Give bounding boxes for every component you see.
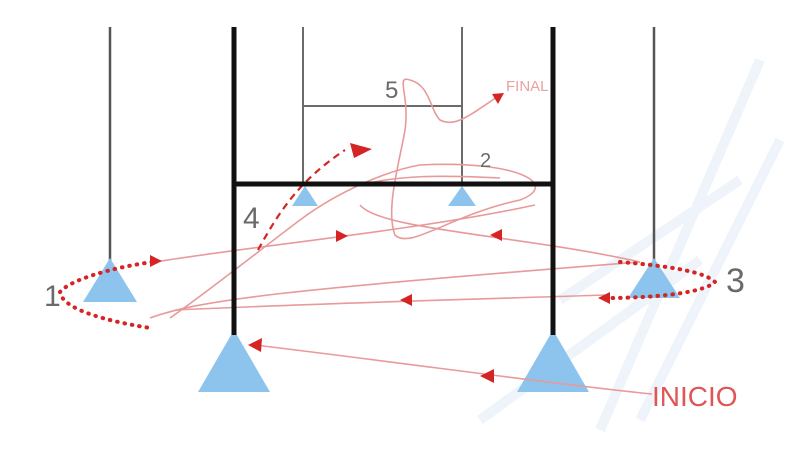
dotted-arrow-heads xyxy=(150,255,610,304)
watermark xyxy=(477,58,785,432)
label-final: FINAL xyxy=(506,78,549,95)
back-goal xyxy=(302,27,463,185)
arrow-head-icon xyxy=(400,294,412,306)
dotted-curve-1 xyxy=(57,260,154,330)
dotted-curve-3 xyxy=(603,260,718,300)
cone-icon-back-left xyxy=(292,186,318,206)
side-poles xyxy=(108,27,656,262)
label-inicio: INICIO xyxy=(652,381,738,412)
label-5: 5 xyxy=(385,77,398,104)
path-to-1 xyxy=(154,204,536,263)
label-3: 3 xyxy=(726,262,745,300)
path-3-return xyxy=(174,294,606,311)
path-start xyxy=(254,344,653,395)
arrow-head-icon xyxy=(598,292,610,304)
path-arrow-heads xyxy=(248,93,504,383)
dashed-arrow-from-4 xyxy=(257,149,346,251)
arrow-head-icon xyxy=(350,143,372,158)
cone-icon-3 xyxy=(628,258,680,298)
label-1: 1 xyxy=(44,280,61,313)
arrow-head-icon xyxy=(150,255,162,267)
path-middle xyxy=(359,204,641,263)
arrow-head-icon xyxy=(492,93,504,104)
cone-icon-back-right xyxy=(448,186,476,206)
arrow-head-icon xyxy=(480,369,494,383)
label-4: 4 xyxy=(243,202,260,235)
front-goal xyxy=(231,27,556,335)
arrow-head-icon xyxy=(248,338,262,352)
arrow-head-icon xyxy=(490,229,502,241)
cone-icon-front-right xyxy=(517,330,589,392)
cone-icon-1 xyxy=(83,258,137,302)
path-swirl xyxy=(169,78,536,319)
cones xyxy=(83,186,680,392)
path-1-return xyxy=(149,261,641,319)
cone-icon-front-left xyxy=(198,330,270,392)
arrow-head-icon xyxy=(336,230,348,242)
dotted-curves xyxy=(57,260,718,330)
label-2: 2 xyxy=(480,150,491,172)
